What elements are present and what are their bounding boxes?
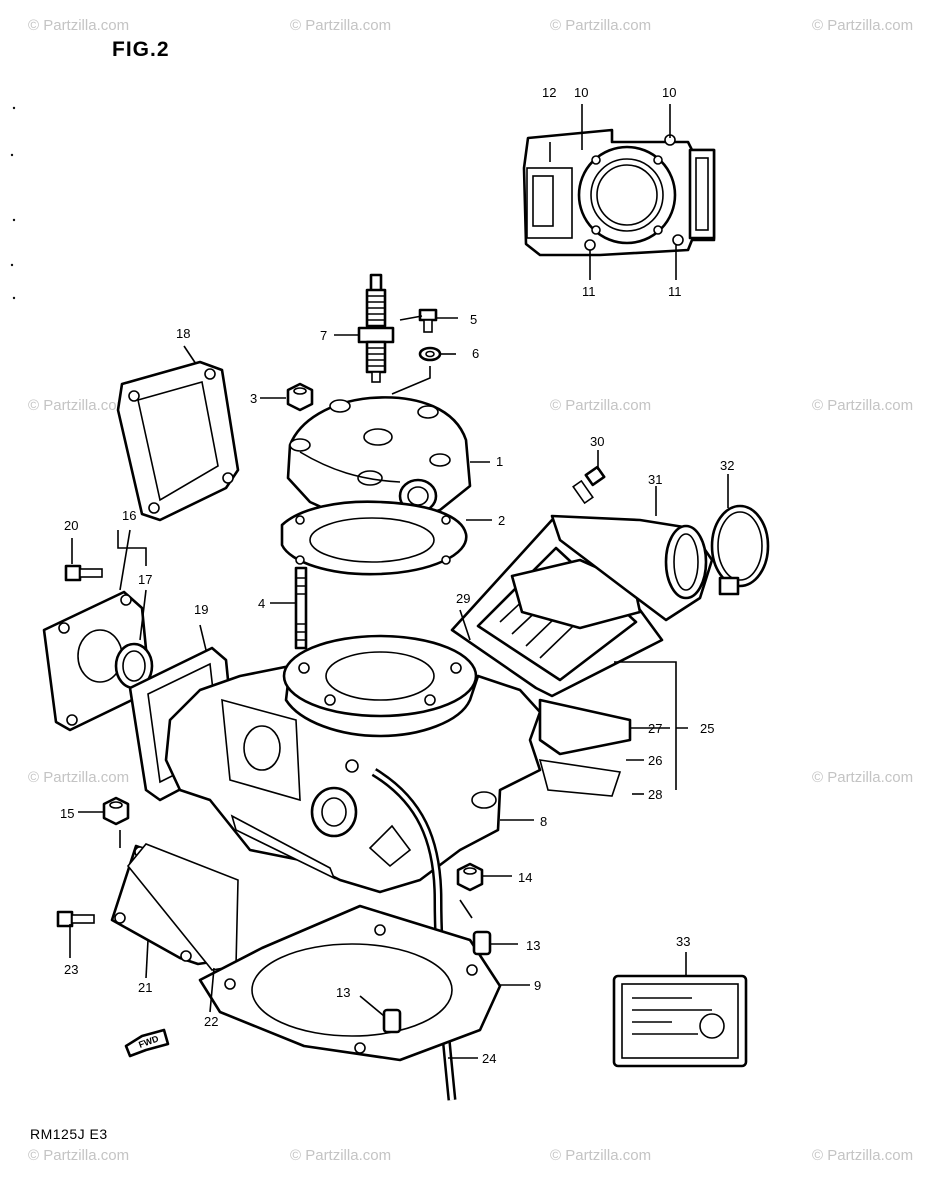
callout-26: 26 — [648, 753, 662, 768]
watermark: © Partzilla.com — [812, 397, 913, 414]
callout-4: 4 — [258, 596, 265, 611]
hose-clamp — [710, 504, 770, 596]
callout-10: 10 — [662, 85, 676, 100]
cylinder-body — [164, 634, 542, 894]
callout-29: 29 — [456, 591, 470, 606]
leader-lines — [69, 315, 729, 1059]
head-gasket — [280, 500, 468, 576]
model-code: RM125J E3 — [30, 1126, 108, 1142]
callout-21: 21 — [138, 980, 152, 995]
base-gasket — [198, 904, 502, 1062]
callout-9: 9 — [534, 978, 541, 993]
intake-boot — [550, 514, 714, 622]
bolt-and-washer — [391, 308, 442, 395]
nut-15 — [102, 796, 130, 826]
callout-3: 3 — [250, 391, 257, 406]
watermark: © Partzilla.com — [812, 17, 913, 34]
spark-plug — [357, 273, 395, 383]
exhaust-flange-16 — [42, 590, 152, 732]
cylinder-top-view — [522, 104, 716, 280]
callout-labels: 1 2 3 4 5 6 7 8 9 10 10 11 11 12 13 13 1… — [60, 85, 734, 1066]
o-ring-17 — [114, 642, 154, 690]
callout-31: 31 — [648, 472, 662, 487]
watermark: © Partzilla.com — [550, 1147, 651, 1164]
exhaust-gasket-18 — [116, 360, 240, 522]
callout-16: 16 — [122, 508, 136, 523]
callout-13: 13 — [336, 985, 350, 1000]
forward-arrow-icon: FWD — [124, 1028, 170, 1058]
callout-1: 1 — [496, 454, 503, 469]
watermark: © Partzilla.com — [290, 17, 391, 34]
watermark: © Partzilla.com — [28, 769, 129, 786]
callout-23: 23 — [64, 962, 78, 977]
callout-8: 8 — [540, 814, 547, 829]
callout-33: 33 — [676, 934, 690, 949]
bolt-20 — [64, 564, 103, 582]
callout-7: 7 — [320, 328, 327, 343]
callout-12: 12 — [542, 85, 556, 100]
callout-11: 11 — [582, 284, 596, 299]
callout-5: 5 — [470, 312, 477, 327]
callout-17: 17 — [138, 572, 152, 587]
callout-13: 13 — [526, 938, 540, 953]
dowel-pin — [382, 930, 492, 1034]
stud-bolt — [294, 566, 308, 650]
watermark: © Partzilla.com — [550, 17, 651, 34]
reed-valve-assembly — [450, 518, 664, 797]
callout-11: 11 — [668, 284, 682, 299]
watermark: © Partzilla.com — [28, 17, 129, 34]
callout-22: 22 — [204, 1014, 218, 1029]
watermark: © Partzilla.com — [550, 397, 651, 414]
caution-label-33 — [612, 974, 748, 1068]
callout-10: 10 — [574, 85, 588, 100]
callout-20: 20 — [64, 518, 78, 533]
cylinder-head — [286, 396, 472, 524]
callout-27: 27 — [648, 721, 662, 736]
watermark: © Partzilla.com — [28, 397, 129, 414]
callout-30: 30 — [590, 434, 604, 449]
callout-28: 28 — [648, 787, 662, 802]
callout-19: 19 — [194, 602, 208, 617]
callout-25: 25 — [700, 721, 714, 736]
scan-specks — [10, 106, 16, 300]
callout-24: 24 — [482, 1051, 496, 1066]
nut-14 — [456, 862, 484, 892]
callout-15: 15 — [60, 806, 74, 821]
bolt-30 — [572, 465, 606, 505]
watermark: © Partzilla.com — [28, 1147, 129, 1164]
gasket-22 — [126, 843, 239, 971]
watermark: © Partzilla.com — [812, 769, 913, 786]
callout-14: 14 — [518, 870, 532, 885]
callout-18: 18 — [176, 326, 190, 341]
watermark: © Partzilla.com — [290, 1147, 391, 1164]
nut-3 — [286, 382, 314, 412]
watermark: © Partzilla.com — [812, 1147, 913, 1164]
bolt-23 — [56, 910, 95, 928]
callout-32: 32 — [720, 458, 734, 473]
callout-2: 2 — [498, 513, 505, 528]
callout-6: 6 — [472, 346, 479, 361]
figure-title: FIG.2 — [112, 38, 170, 61]
